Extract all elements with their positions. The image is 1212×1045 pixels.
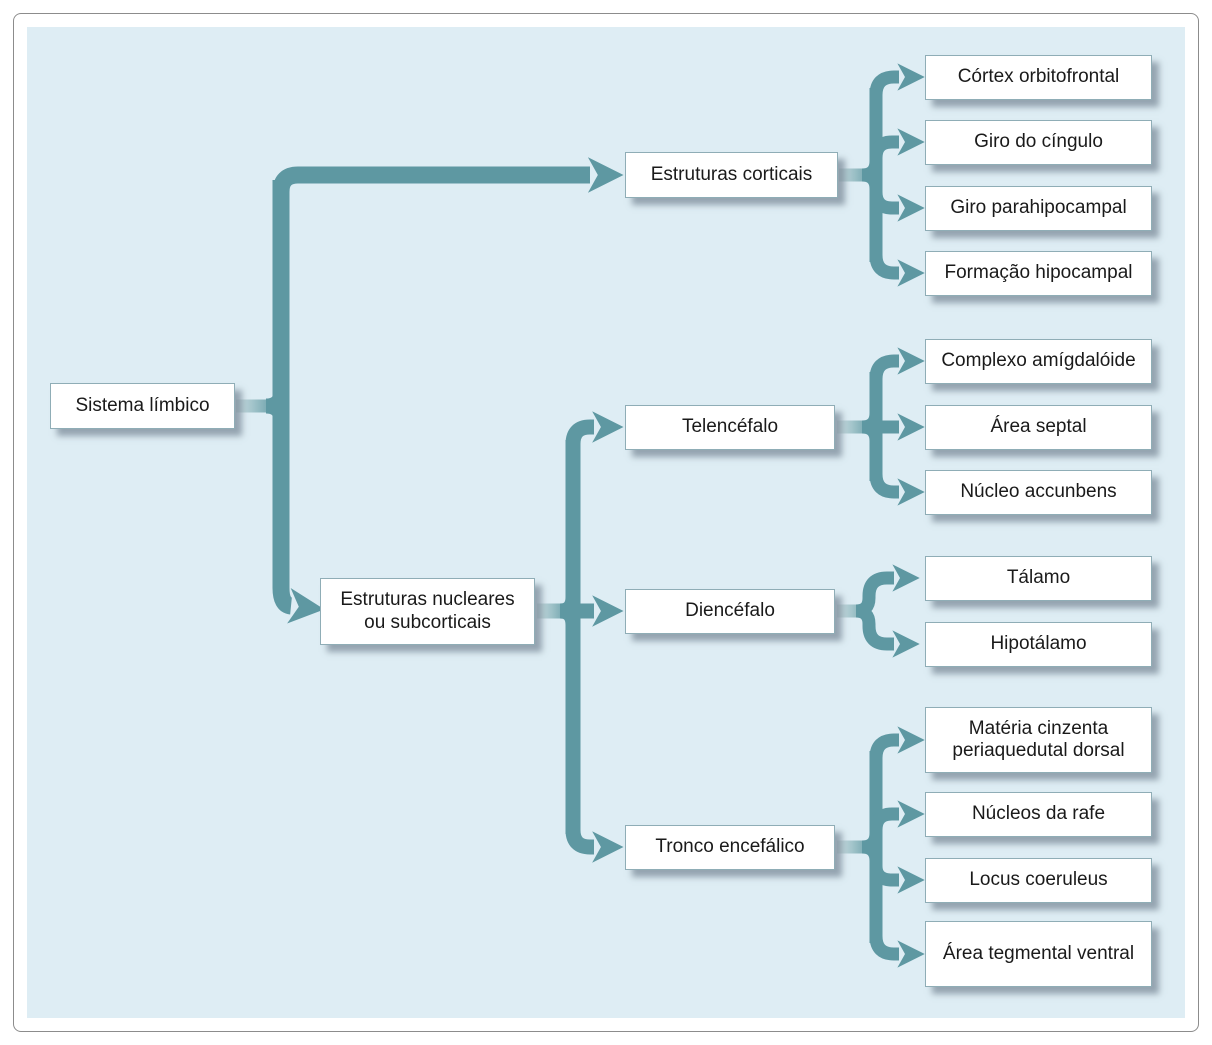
node-nucleo-accunbens: Núcleo accunbens bbox=[925, 470, 1152, 515]
node-sistema-limbico: Sistema límbico bbox=[50, 383, 235, 429]
node-talamo: Tálamo bbox=[925, 556, 1152, 601]
node-cortex-orbitofrontal: Córtex orbitofrontal bbox=[925, 55, 1152, 100]
node-area-septal: Área septal bbox=[925, 405, 1152, 450]
node-complexo-amigdaloide: Complexo amígdalóide bbox=[925, 339, 1152, 384]
node-estruturas-corticais: Estruturas corticais bbox=[625, 152, 838, 198]
node-giro-do-cingulo: Giro do cíngulo bbox=[925, 120, 1152, 165]
node-area-tegmental-ventral: Área tegmental ventral bbox=[925, 921, 1152, 987]
node-materia-cinzenta-periaquedutal-dorsal: Matéria cinzenta periaquedutal dorsal bbox=[925, 707, 1152, 773]
node-tronco-encefalico: Tronco encefálico bbox=[625, 825, 835, 870]
node-locus-coeruleus: Locus coeruleus bbox=[925, 858, 1152, 903]
node-nucleos-da-rafe: Núcleos da rafe bbox=[925, 792, 1152, 837]
node-formacao-hipocampal: Formação hipocampal bbox=[925, 251, 1152, 296]
node-giro-parahipocampal: Giro parahipocampal bbox=[925, 186, 1152, 231]
node-estruturas-nucleares-subcorticais: Estruturas nucleares ou subcorticais bbox=[320, 578, 535, 645]
node-hipotalamo: Hipotálamo bbox=[925, 622, 1152, 667]
node-diencefalo: Diencéfalo bbox=[625, 589, 835, 634]
node-telencefalo: Telencéfalo bbox=[625, 405, 835, 450]
